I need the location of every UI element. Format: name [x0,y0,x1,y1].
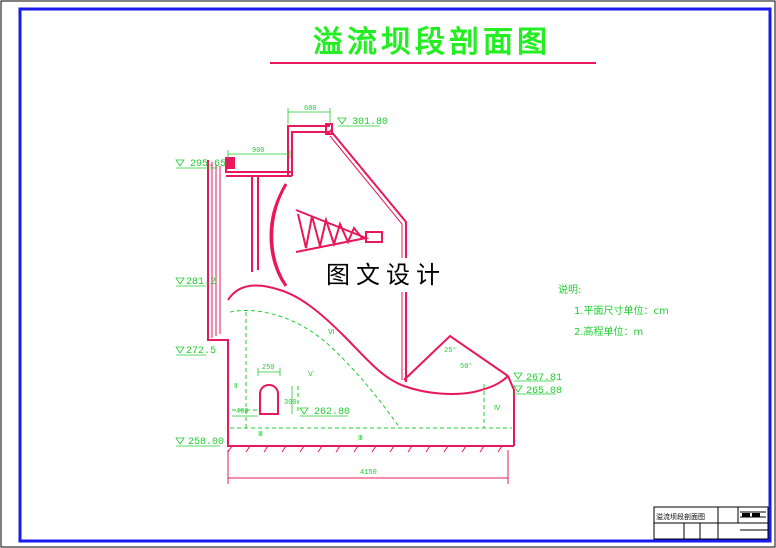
angle-label: 25° [444,346,457,355]
flip-bucket [403,334,509,381]
dam-structure [207,123,515,447]
dim-gallery-height: 300 [284,399,297,407]
spillway-ogee [227,284,509,395]
drawing-frame [18,7,772,543]
zone-label: Ⅲ [358,435,363,443]
upstream-face [207,160,229,420]
title-block-mark [742,513,750,517]
drawing-title: 溢流坝段剖面图 [313,25,551,60]
title-block [653,506,769,540]
gallery [259,384,279,415]
bridge-deck [225,160,292,177]
dim-gallery-offset: 400 [236,408,249,416]
base-dimension-line [227,450,509,484]
elevation-markers [175,117,556,447]
title-block-name: 溢流坝段剖面图 [656,512,705,521]
gallery-dims [232,368,293,417]
gate-trunnion [365,231,383,243]
elev-foundation: 258.00 [188,437,224,448]
elev-level-1: 281.2 [186,277,216,288]
dim-pier-width: 600 [304,105,317,113]
zone-label: Ⅳ [494,405,501,413]
zone-label: Ⅴ [308,371,313,379]
dim-gallery-width: 250 [262,364,275,372]
watermark: 图文设计 [326,261,446,289]
top-dims [227,108,331,158]
gate-arms [295,209,370,253]
note-item: 1.平面尺寸单位：cm [574,304,669,317]
angle-label: 50° [460,362,473,371]
pier-downstream-edge [329,129,407,382]
elev-upstream-top: 295.65 [190,159,226,170]
elev-level-2: 272.5 [186,346,216,357]
elev-crest: 301.80 [352,117,388,128]
foundation-base [227,420,514,447]
pier-column [251,176,259,272]
foundation-hatch [227,445,503,453]
zone-lines [229,310,512,429]
note-item: 2.高程单位：m [574,325,643,338]
elev-gallery-floor: 262.80 [314,407,350,418]
crest-hoist [325,123,333,135]
title-block-mark [752,513,760,517]
watermark-bg [304,258,468,292]
dim-base-length: 4150 [360,469,377,477]
zone-label: Ⅵ [328,329,334,337]
elev-tailwater-2: 265.08 [526,386,562,397]
radial-gate [270,183,288,287]
downstream-wall [507,375,515,446]
crest-pier [287,125,330,176]
elev-tailwater-1: 267.81 [526,373,562,384]
zone-label: Ⅲ [258,431,263,439]
notes-heading: 说明: [558,283,581,296]
dim-bridge-span: 900 [252,147,265,155]
bridge-end-block [225,157,235,169]
zone-label: Ⅱ [234,383,237,391]
